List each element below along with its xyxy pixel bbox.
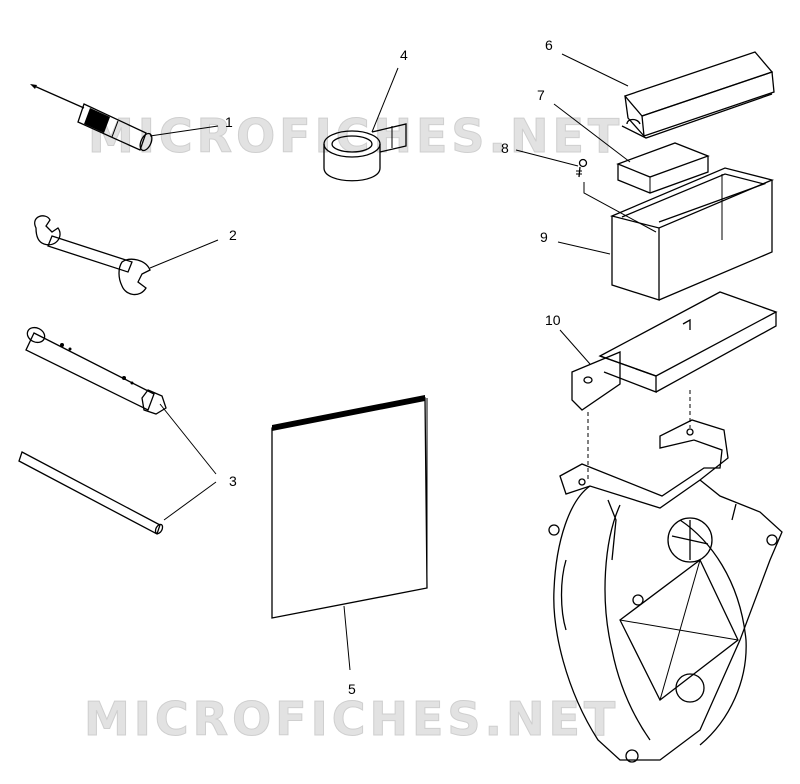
wrench-part — [34, 215, 151, 296]
box-lid-part — [621, 51, 775, 139]
callout-4: 4 — [400, 47, 408, 63]
box-wrench-part — [25, 326, 167, 415]
screw-part — [576, 158, 588, 178]
storage-box-part — [609, 167, 775, 301]
callout-8: 8 — [501, 140, 509, 156]
callout-7: 7 — [537, 87, 545, 103]
callout-6: 6 — [545, 37, 553, 53]
callout-5: 5 — [348, 681, 356, 697]
foam-pad-part — [616, 142, 710, 194]
callout-1: 1 — [225, 114, 233, 130]
leader-lines — [149, 53, 631, 671]
tommy-bar-part — [18, 451, 164, 535]
bracket-part — [571, 291, 778, 411]
recoil-housing-part — [548, 419, 783, 763]
manual-part — [271, 395, 428, 619]
screwdriver-part — [30, 84, 153, 152]
callout-9: 9 — [540, 229, 548, 245]
callout-3: 3 — [229, 473, 237, 489]
callout-10: 10 — [545, 312, 561, 328]
watermark-bottom: MICROFICHES.NET — [84, 692, 619, 746]
callout-2: 2 — [229, 227, 237, 243]
tape-roll-part — [323, 123, 407, 182]
screw-alignment-line — [583, 182, 657, 233]
